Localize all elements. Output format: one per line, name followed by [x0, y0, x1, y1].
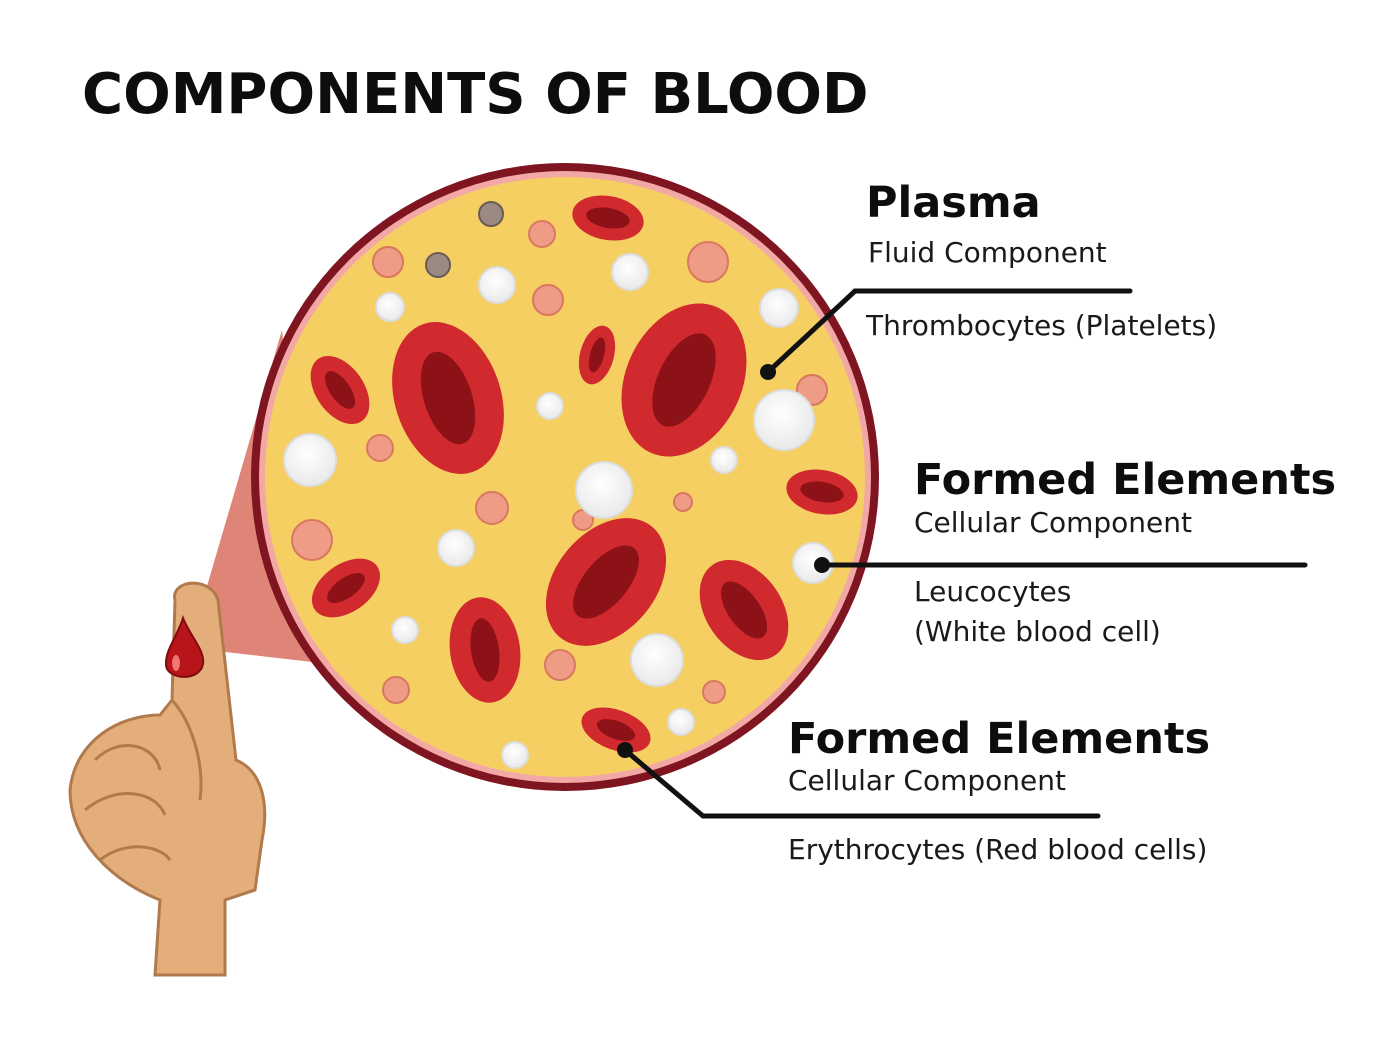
formed-red-description: Erythrocytes (Red blood cells) [788, 833, 1208, 866]
formed-white-subheading: Cellular Component [914, 506, 1192, 539]
plasma-description: Thrombocytes (Platelets) [866, 309, 1218, 342]
red-cells [310, 195, 858, 753]
plasma-leader-line [765, 288, 1133, 375]
formed-white-description-line1: Leucocytes [914, 575, 1072, 608]
diagram-title: COMPONENTS OF BLOOD [82, 62, 869, 127]
leader-lines [622, 288, 1308, 819]
white-cells [283, 253, 834, 769]
formed-white-description-line2: (White blood cell) [914, 615, 1161, 648]
plasma-heading: Plasma [866, 178, 1041, 228]
formed-red-heading: Formed Elements [788, 714, 1211, 764]
hand-icon [68, 581, 267, 977]
formed-white-heading: Formed Elements [914, 455, 1337, 505]
red-cell-leader-line [622, 747, 1101, 819]
plasma-subheading: Fluid Component [868, 236, 1107, 269]
formed-red-subheading: Cellular Component [788, 764, 1066, 797]
